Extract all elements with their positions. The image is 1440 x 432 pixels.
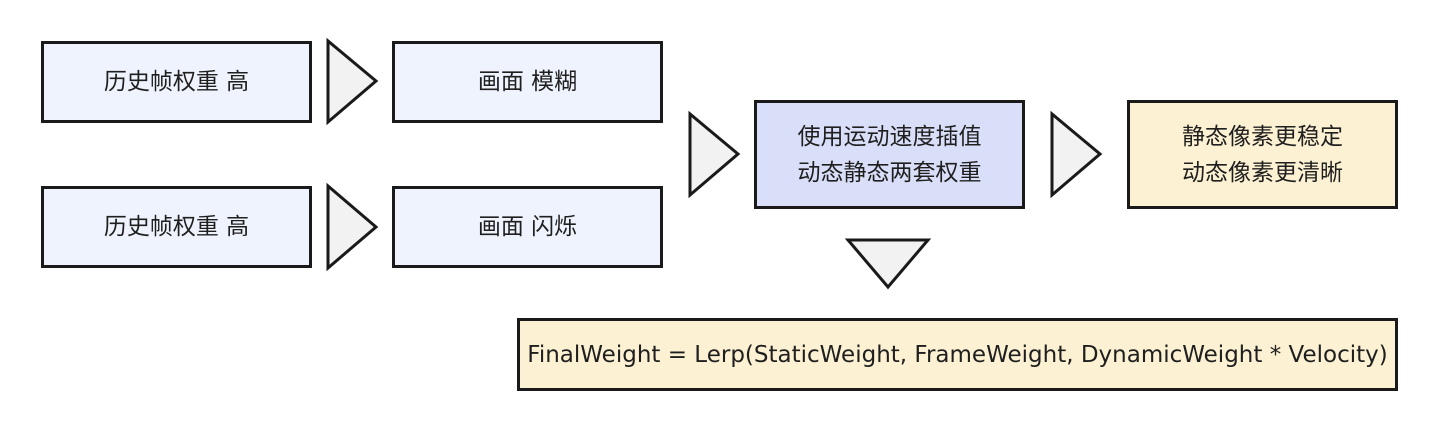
velocity-interpolation-line2: 动态静态两套权重 [797, 159, 982, 186]
arrow-right-to-result-icon [1050, 110, 1103, 199]
arrow-right-bottom-icon [326, 182, 379, 272]
arrow-down-to-formula-icon [844, 238, 932, 290]
arrow-right-top-icon [326, 37, 379, 126]
history-weight-high-label-bottom: 历史帧权重 高 [103, 214, 250, 240]
image-blur-box: 画面 模糊 [392, 41, 663, 123]
image-flicker-box: 画面 闪烁 [392, 186, 663, 268]
history-weight-high-label-top: 历史帧权重 高 [103, 69, 250, 95]
result-line1: 静态像素更稳定 [1182, 123, 1343, 150]
arrow-right-to-velocity-icon [688, 110, 741, 199]
image-blur-label: 画面 模糊 [477, 69, 578, 95]
result-box: 静态像素更稳定 动态像素更清晰 [1127, 100, 1398, 209]
formula-text: FinalWeight = Lerp(StaticWeight, FrameWe… [527, 341, 1388, 368]
image-flicker-label: 画面 闪烁 [477, 214, 578, 240]
velocity-interpolation-box: 使用运动速度插值 动态静态两套权重 [754, 100, 1025, 209]
velocity-interpolation-line1: 使用运动速度插值 [797, 123, 982, 150]
history-weight-high-box-bottom: 历史帧权重 高 [41, 186, 312, 268]
history-weight-high-box-top: 历史帧权重 高 [41, 41, 312, 123]
result-line2: 动态像素更清晰 [1182, 159, 1343, 186]
formula-box: FinalWeight = Lerp(StaticWeight, FrameWe… [517, 318, 1398, 391]
